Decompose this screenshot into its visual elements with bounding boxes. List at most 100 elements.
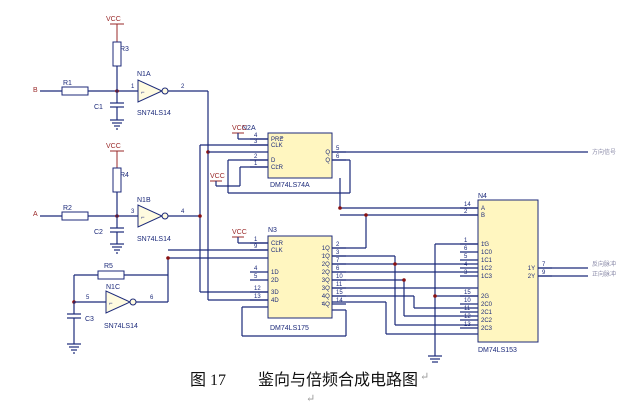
- n2a-pin-name: D: [271, 158, 276, 164]
- n4-pin-num: 6: [464, 246, 468, 252]
- n4-pin-num: 12: [464, 314, 471, 320]
- n1a-part: SN74LS14: [137, 110, 171, 117]
- n3-pin-name: 2D: [271, 278, 279, 284]
- n3-pin-name: 3Q: [322, 278, 330, 284]
- figure-title: 鉴向与倍频合成电路图: [258, 372, 419, 389]
- circuit-schematic: B R1 VCC R3 C1 N1A 1 ⌐ SN74LS14 2 A R2 V…: [33, 16, 616, 363]
- schmitt-inverter-n1b: [137, 204, 164, 228]
- n2a-part: DM74LS74A: [270, 182, 310, 189]
- n3-part: DM74LS175: [270, 325, 309, 332]
- ic-n4-dual-mux: [477, 199, 539, 343]
- n3-pin-name: 1Q: [322, 254, 330, 260]
- n4-pin-name: 1C2: [481, 266, 493, 272]
- n4-pin-name: 2C0: [481, 302, 493, 308]
- n4-pin-num: 1: [464, 238, 468, 244]
- n4-pin-name: 2C3: [481, 326, 493, 332]
- n3-pin-name: CLR: [271, 241, 284, 247]
- n3-pin-num: 11: [336, 282, 343, 288]
- n2a-pin-name: CLR: [271, 165, 284, 171]
- n3-pin-num: 6: [336, 266, 340, 272]
- n4-pin-name: 1C3: [481, 274, 493, 280]
- n4-pin-num: 14: [464, 202, 471, 208]
- n4-pin-name: B: [481, 213, 485, 219]
- n4-pin-name: 1Y: [528, 266, 535, 272]
- n1c-name: N1C: [106, 284, 120, 291]
- input-b-label: B: [33, 87, 38, 94]
- svg-text:⌐: ⌐: [141, 215, 145, 221]
- n3-pin-num: 7: [336, 258, 340, 264]
- n3-pin-name: 4D: [271, 298, 279, 304]
- r5-label: R5: [104, 263, 113, 270]
- n3-pin-num: 5: [254, 274, 258, 280]
- paragraph-mark: ↵: [306, 393, 316, 405]
- n4-pin-num: 2: [464, 209, 468, 215]
- svg-text:6: 6: [150, 295, 154, 301]
- n1b-part: SN74LS14: [137, 236, 171, 243]
- svg-text:3: 3: [131, 209, 135, 215]
- n3-pin-num: 9: [254, 244, 258, 250]
- r3-label: R3: [120, 46, 129, 53]
- c2-label: C2: [94, 229, 103, 236]
- svg-text:4: 4: [181, 209, 185, 215]
- output-direction-label: 方向信号: [592, 148, 616, 156]
- n1c-part: SN74LS14: [104, 323, 138, 330]
- schmitt-inverter-n1a: [137, 79, 164, 103]
- n3-pin-num: 13: [254, 294, 261, 300]
- n3-name: N3: [268, 227, 277, 234]
- n2a-pin-name: Q: [325, 150, 330, 156]
- n4-pin-num: 15: [464, 290, 471, 296]
- n2a-pin-num: 2: [254, 154, 258, 160]
- n4-pin-num: 5: [464, 254, 468, 260]
- svg-text:1: 1: [131, 84, 135, 90]
- resistor-r5: [97, 270, 125, 280]
- ic-n2a-flipflop: [267, 132, 333, 179]
- n2a-pin-num: 6: [336, 154, 340, 160]
- n3-pin-num: 15: [336, 290, 343, 296]
- return-mark: ↵: [420, 371, 430, 383]
- n3-pin-name: 2Q: [322, 270, 330, 276]
- n3-pin-num: 10: [336, 274, 343, 280]
- n3-pin-num: 2: [336, 242, 340, 248]
- n3-pin-num: 3: [336, 250, 340, 256]
- n3-pin-name: 4Q: [322, 302, 330, 308]
- n3-pin-num: 12: [254, 286, 261, 292]
- n2a-name: N2A: [242, 125, 256, 132]
- n3-pin-num: 4: [254, 266, 258, 272]
- n3-pin-name: 1D: [271, 270, 279, 276]
- vcc-label-1: VCC: [106, 16, 121, 23]
- r4-label: R4: [120, 172, 129, 179]
- n4-pin-name: 1G: [481, 242, 489, 248]
- svg-text:⌐: ⌐: [141, 90, 145, 96]
- input-a-label: A: [33, 211, 38, 218]
- vcc-label-4: VCC: [210, 173, 225, 180]
- resistor-r2: [61, 211, 89, 221]
- n4-pin-num: 9: [542, 270, 546, 276]
- n3-pin-name: 4Q: [322, 294, 330, 300]
- n3-pin-name: CLK: [271, 248, 283, 254]
- n4-part: DM74LS153: [478, 347, 517, 354]
- n1a-name: N1A: [137, 71, 151, 78]
- n3-pin-name: 3Q: [322, 286, 330, 292]
- n2a-pin-name: CLK: [271, 143, 283, 149]
- ic-n3-quad-dff: [267, 235, 333, 319]
- output-reverse-label: 反向脉冲: [592, 260, 616, 268]
- n3-pin-num: 14: [336, 298, 343, 304]
- n2a-pin-num: 1: [254, 161, 258, 167]
- r1-label: R1: [63, 80, 72, 87]
- c1-label: C1: [94, 104, 103, 111]
- n4-pin-name: 2G: [481, 294, 489, 300]
- n4-pin-num: 11: [464, 306, 471, 312]
- r2-label: R2: [63, 205, 72, 212]
- svg-text:5: 5: [86, 295, 90, 301]
- output-forward-label: 正向脉冲: [592, 270, 616, 278]
- n2a-pin-name: PRE: [271, 137, 283, 143]
- schmitt-inverter-n1c: [105, 290, 132, 314]
- n4-name: N4: [478, 193, 487, 200]
- n4-pin-name: 2C1: [481, 310, 493, 316]
- n3-pin-num: 1: [254, 237, 258, 243]
- n4-pin-name: 2C2: [481, 318, 493, 324]
- n4-pin-num: 4: [464, 262, 468, 268]
- vcc-label-2: VCC: [106, 143, 121, 150]
- svg-text:⌐: ⌐: [109, 301, 113, 307]
- n2a-pin-name: Q: [325, 158, 330, 164]
